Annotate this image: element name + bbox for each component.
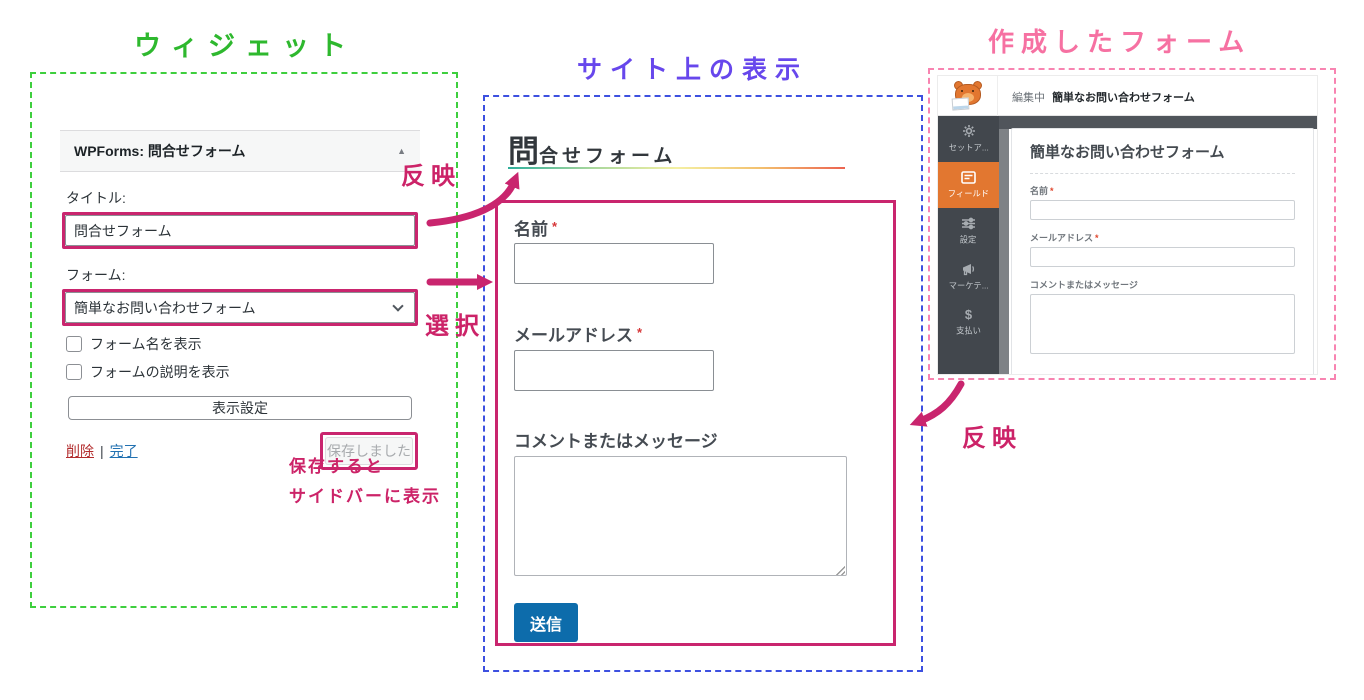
site-panel-title: サイト上の表示 <box>577 56 809 84</box>
fields-icon <box>961 170 976 184</box>
editing-form-name: 簡単なお問い合わせフォーム <box>1052 92 1195 104</box>
site-form-highlight: 名前* メールアドレス* コメントまたはメッセージ 送信 <box>495 200 896 646</box>
save-note-line1: 保存すると <box>289 457 384 476</box>
name-input[interactable] <box>514 243 714 284</box>
sidebar-item-payments[interactable]: $ 支払い <box>956 307 981 336</box>
link-separator: | <box>100 443 104 459</box>
field-label-name: 名前* <box>514 219 558 239</box>
widget-footer-row: 削除 | 完了 保存しました <box>66 432 418 470</box>
builder-gutter <box>999 116 1009 374</box>
sidebar-item-setup[interactable]: セットア... <box>938 116 999 162</box>
widget-header-title: WPForms: 問合せフォーム <box>74 143 246 159</box>
widget-header[interactable]: WPForms: 問合せフォーム ▲ <box>60 130 420 172</box>
required-mark: * <box>552 219 558 234</box>
gear-icon <box>962 125 975 137</box>
select-form-label: 選択 <box>425 313 485 340</box>
wpforms-bear-logo <box>951 81 984 111</box>
builder-separator <box>1030 173 1295 174</box>
builder-field-label-name: 名前* <box>1030 186 1054 196</box>
chevron-down-icon <box>392 300 404 312</box>
heading-rest: 合せフォーム <box>539 146 677 167</box>
email-input[interactable] <box>514 350 714 391</box>
builder-message-textarea[interactable] <box>1030 294 1295 354</box>
widget-title-input[interactable] <box>65 215 415 246</box>
saved-button-highlight: 保存しました <box>320 432 418 470</box>
delete-link[interactable]: 削除 <box>66 443 94 459</box>
show-form-desc-label: フォームの説明を表示 <box>90 364 230 380</box>
widget-panel-title: ウィジェット <box>134 31 356 61</box>
site-form-heading: 問合せフォーム <box>508 126 676 171</box>
widget-title-label: タイトル: <box>66 190 126 206</box>
saved-button[interactable]: 保存しました <box>325 437 413 465</box>
builder-field-label-message: コメントまたはメッセージ <box>1030 280 1138 290</box>
show-form-desc-checkbox[interactable] <box>66 364 82 380</box>
message-textarea[interactable] <box>514 456 847 576</box>
arrow-reflect-builder <box>909 380 965 427</box>
required-mark: * <box>637 325 643 340</box>
builder-toolbar <box>999 116 1317 129</box>
title-input-highlight <box>62 212 418 249</box>
builder-panel: 編集中 簡単なお問い合わせフォーム セットア... <box>928 68 1336 380</box>
collapse-icon[interactable]: ▲ <box>397 146 406 156</box>
form-select-highlight: 簡単なお問い合わせフォーム <box>62 289 418 326</box>
form-select[interactable]: 簡単なお問い合わせフォーム <box>65 292 415 323</box>
megaphone-icon <box>963 263 975 275</box>
sidebar-item-settings[interactable]: 設定 <box>938 208 999 254</box>
widget-form-label: フォーム: <box>66 267 126 283</box>
builder-name-input[interactable] <box>1030 200 1295 220</box>
heading-gradient-underline <box>508 167 845 169</box>
field-label-message: コメントまたはメッセージ <box>514 432 718 451</box>
required-mark: * <box>1095 233 1099 243</box>
submit-button[interactable]: 送信 <box>514 603 578 642</box>
sliders-icon <box>962 217 975 229</box>
reflect-title-label: 反映 <box>401 163 461 190</box>
reflect-builder-label: 反映 <box>962 425 1022 452</box>
widget-panel: WPForms: 問合せフォーム ▲ タイトル: フォーム: 簡単なお問い合わせ… <box>30 72 458 608</box>
save-note-line2: サイドバーに表示 <box>289 487 441 506</box>
form-select-value: 簡単なお問い合わせフォーム <box>74 299 256 316</box>
dollar-icon: $ <box>964 307 973 322</box>
builder-email-input[interactable] <box>1030 247 1295 267</box>
show-form-name-checkbox[interactable] <box>66 336 82 352</box>
logo-cell <box>938 76 998 116</box>
done-link[interactable]: 完了 <box>109 443 138 459</box>
builder-panel-title: 作成したフォーム <box>988 27 1252 57</box>
sidebar-item-marketing[interactable]: マーケテ... <box>938 254 999 300</box>
builder-screenshot: 編集中 簡単なお問い合わせフォーム セットア... <box>937 75 1318 375</box>
builder-content: 簡単なお問い合わせフォーム 名前* メールアドレス* コメントまたはメッセージ <box>999 116 1317 374</box>
builder-sidebar: セットア... フィールド 設定 <box>938 116 999 374</box>
show-form-name-label: フォーム名を表示 <box>90 336 202 352</box>
field-label-email: メールアドレス* <box>514 325 643 345</box>
heading-dropcap: 問 <box>508 134 539 169</box>
required-mark: * <box>1050 186 1054 196</box>
builder-form-heading: 簡単なお問い合わせフォーム <box>1030 144 1225 161</box>
show-form-desc-row: フォームの説明を表示 <box>66 362 414 382</box>
textarea-resize-handle[interactable] <box>834 564 845 575</box>
builder-breadcrumb: 編集中 簡単なお問い合わせフォーム <box>1012 89 1195 105</box>
sidebar-item-fields[interactable]: フィールド <box>938 162 999 208</box>
builder-topbar: 編集中 簡単なお問い合わせフォーム <box>938 76 1317 116</box>
builder-field-label-email: メールアドレス* <box>1030 233 1099 243</box>
show-form-name-row: フォーム名を表示 <box>66 334 414 354</box>
builder-form-preview: 簡単なお問い合わせフォーム 名前* メールアドレス* コメントまたはメッセージ <box>1011 128 1314 374</box>
wpforms-widget-card: WPForms: 問合せフォーム ▲ タイトル: フォーム: 簡単なお問い合わせ… <box>60 130 420 470</box>
editing-label: 編集中 <box>1012 92 1045 104</box>
display-settings-button[interactable]: 表示設定 <box>68 396 412 420</box>
